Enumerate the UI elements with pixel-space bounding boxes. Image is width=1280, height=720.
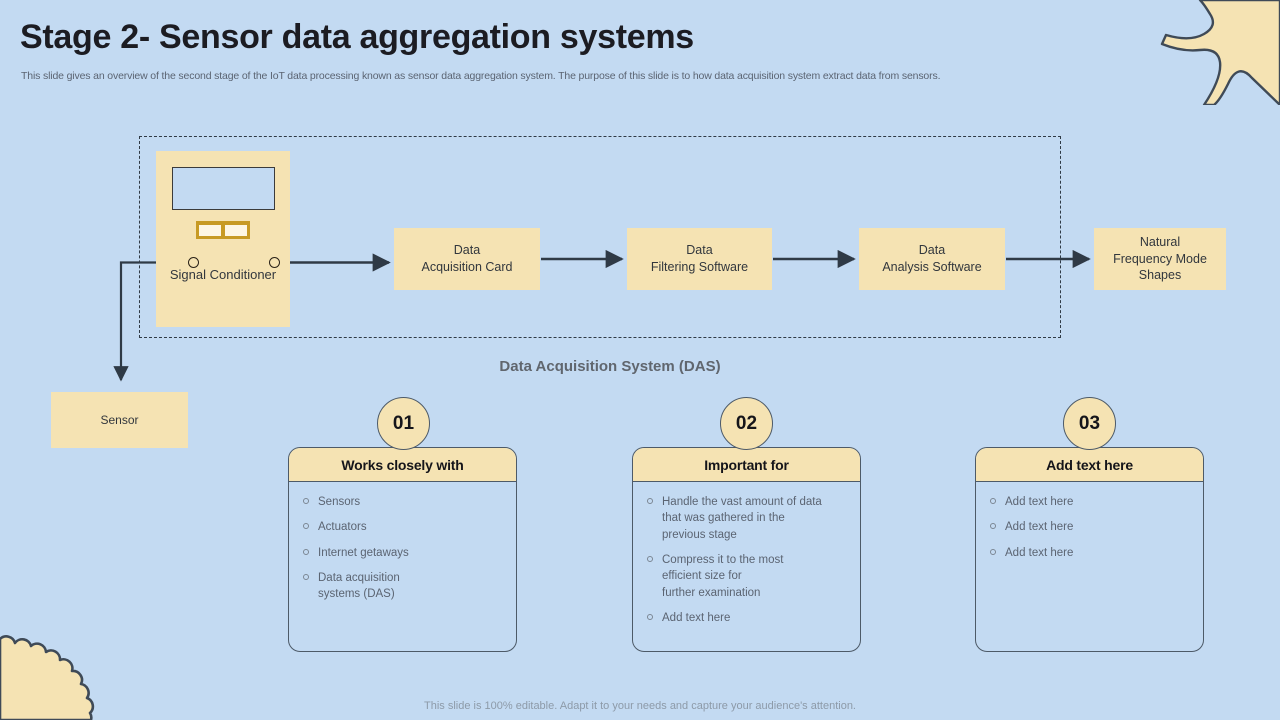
device-buttons-icon: [196, 221, 250, 239]
bullet-icon: [647, 613, 653, 620]
list-item: Add text here: [990, 519, 1193, 535]
das-caption: Data Acquisition System (DAS): [499, 358, 721, 375]
bullet-icon: [647, 498, 653, 504]
bullet-icon: [647, 555, 653, 562]
list-item: Sensors: [303, 494, 506, 510]
list-item-label: Compress it to the most efficient size f…: [662, 553, 784, 599]
list-item: Handle the vast amount of data that was …: [647, 494, 850, 543]
list-item-label: Sensors: [318, 496, 361, 508]
info-card-1[interactable]: Works closely with Sensors Actuators Int…: [288, 447, 517, 652]
das-boundary: [139, 136, 1061, 338]
bullet-icon: [303, 523, 309, 530]
list-item: Add text here: [990, 545, 1193, 561]
list-item-label: Handle the vast amount of data that was …: [662, 496, 822, 541]
footer-note: This slide is 100% editable. Adapt it to…: [424, 700, 856, 712]
sensor-box: Sensor: [51, 392, 188, 448]
flow-box-data-acquisition-card: Data Acquisition Card: [394, 228, 540, 290]
bullet-icon: [303, 548, 309, 555]
input-port-icon: [188, 257, 199, 268]
step-badge-2: 02: [720, 397, 773, 450]
list-item: Add text here: [647, 610, 850, 626]
list-item-label: Internet getaways: [318, 546, 409, 559]
bullet-icon: [303, 498, 309, 504]
bullet-icon: [990, 523, 996, 530]
page-subtitle: This slide gives an overview of the seco…: [21, 70, 941, 82]
list-item-label: Add text here: [662, 611, 731, 624]
card-body-2: Handle the vast amount of data that was …: [633, 482, 860, 626]
list-item: Data acquisition systems (DAS): [303, 570, 506, 603]
flow-box-data-analysis-software: Data Analysis Software: [859, 228, 1005, 290]
bullet-icon: [990, 498, 996, 504]
list-item: Compress it to the most efficient size f…: [647, 552, 850, 601]
list-item: Internet getaways: [303, 545, 506, 561]
flow-box-natural-frequency-mode-shapes: Natural Frequency Mode Shapes: [1094, 228, 1226, 290]
card-body-1: Sensors Actuators Internet getaways Data…: [289, 482, 516, 603]
info-card-3[interactable]: Add text here Add text here Add text her…: [975, 447, 1204, 652]
list-item-label: Data acquisition systems (DAS): [318, 571, 400, 601]
card-title-3: Add text here: [976, 448, 1203, 482]
output-port-icon: [269, 257, 280, 268]
page-title: Stage 2- Sensor data aggregation systems: [20, 18, 694, 56]
card-body-3: Add text here Add text here Add text her…: [976, 482, 1203, 561]
card-title-1: Works closely with: [289, 448, 516, 482]
info-card-2[interactable]: Important for Handle the vast amount of …: [632, 447, 861, 652]
bullet-icon: [303, 573, 309, 580]
starburst-decoration-icon: [1160, 0, 1280, 105]
signal-conditioner-label: Signal Conditioner: [169, 267, 277, 282]
list-item-label: Add text here: [1005, 546, 1074, 559]
flow-box-data-filtering-software: Data Filtering Software: [627, 228, 772, 290]
list-item: Add text here: [990, 494, 1193, 510]
bullet-icon: [990, 548, 996, 555]
list-item-label: Add text here: [1005, 521, 1074, 534]
step-badge-1: 01: [377, 397, 430, 450]
card-title-2: Important for: [633, 448, 860, 482]
step-badge-3: 03: [1063, 397, 1116, 450]
list-item: Actuators: [303, 519, 506, 535]
device-screen: [172, 167, 275, 210]
list-item-label: Actuators: [318, 521, 367, 534]
list-item-label: Add text here: [1005, 496, 1074, 508]
